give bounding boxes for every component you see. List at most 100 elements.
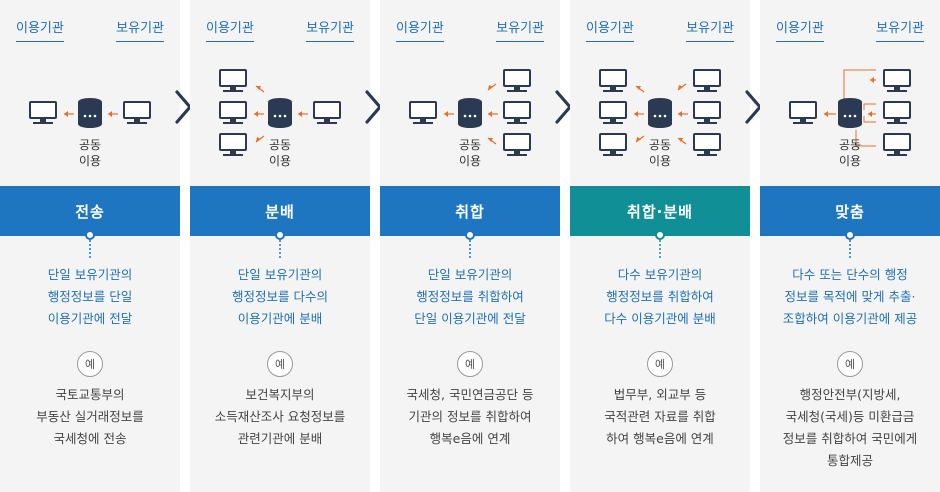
arrow-up-left-icon bbox=[635, 85, 645, 93]
connector-pin bbox=[275, 230, 285, 259]
monitor-icon bbox=[503, 101, 531, 124]
panel-transfer: 이용기관 보유기관 공동 이용 전송 단일 보유기관의 행정정보를 단일 이용기… bbox=[0, 0, 180, 492]
arrow-down-left-icon bbox=[255, 135, 265, 143]
example-text: 보건복지부의 소득재산조사 요청정보를 관련기관에 분배 bbox=[214, 387, 346, 446]
aggregate-distribute-diagram bbox=[599, 69, 721, 156]
monitor-icon bbox=[313, 101, 341, 124]
panel-header: 이용기관 보유기관 bbox=[760, 17, 940, 43]
example-badge: 예 bbox=[647, 351, 673, 377]
arrow-left-icon bbox=[64, 111, 74, 117]
type-description: 다수 또는 단수의 행정 정보를 목적에 맞게 추출· 조합하여 이용기관에 제… bbox=[782, 267, 918, 326]
example-badge: 예 bbox=[837, 351, 863, 377]
arrow-up-left-icon bbox=[677, 137, 687, 145]
user-org-label: 이용기관 bbox=[396, 17, 444, 42]
panel-distribute: 이용기관 보유기관 공동 이용 분배 단일 보유기관의 행정정보를 다수의 이용… bbox=[190, 0, 370, 492]
monitor-icon bbox=[599, 101, 627, 124]
example-text: 행정안전부(지방세, 국세청(국세)등 미환급금 정보를 취합하여 국민에게 통… bbox=[782, 387, 918, 468]
panel-header: 이용기관 보유기관 bbox=[0, 17, 180, 43]
aggregate-diagram bbox=[409, 69, 531, 156]
example-text: 법무부, 외교부 등 국적관련 자료를 취합 하여 행복e음에 연계 bbox=[604, 387, 716, 446]
connector-pin bbox=[655, 230, 665, 259]
monitor-icon bbox=[599, 69, 627, 92]
user-org-label: 이용기관 bbox=[776, 17, 824, 42]
arrow-left-icon bbox=[678, 111, 688, 117]
type-description: 단일 보유기관의 행정정보를 단일 이용기관에 전달 bbox=[47, 267, 133, 326]
arrow-up-left-icon bbox=[487, 137, 497, 145]
holder-org-label: 보유기관 bbox=[116, 17, 164, 42]
connector-pin bbox=[845, 230, 855, 259]
panel-aggregate: 이용기관 보유기관 공동 이용 취합 단일 보유기관의 행정정보를 취합하여 단… bbox=[380, 0, 560, 492]
type-description: 단일 보유기관의 행정정보를 취합하여 단일 이용기관에 전달 bbox=[414, 267, 526, 326]
type-title: 전송 bbox=[0, 186, 180, 236]
monitor-icon bbox=[409, 101, 437, 124]
monitor-icon bbox=[29, 101, 57, 124]
arrow-left-icon bbox=[634, 111, 644, 117]
user-org-label: 이용기관 bbox=[586, 17, 634, 42]
arrow-up-left-icon bbox=[255, 85, 265, 93]
example-badge: 예 bbox=[77, 351, 103, 377]
arrow-left-icon bbox=[870, 77, 876, 83]
connector-pin bbox=[465, 230, 475, 259]
type-title: 취합 bbox=[380, 186, 560, 236]
monitor-icon bbox=[693, 133, 721, 156]
shared-use-label: 공동 이용 bbox=[838, 138, 862, 168]
holder-org-label: 보유기관 bbox=[876, 17, 924, 42]
shared-use-label: 공동 이용 bbox=[648, 138, 672, 168]
monitor-icon bbox=[503, 133, 531, 156]
distribute-diagram bbox=[219, 69, 341, 156]
panel-header: 이용기관 보유기관 bbox=[570, 17, 750, 43]
panel-aggregate-distribute: 이용기관 보유기관 공동 이용 취합·분배 다수 보유기관의 행정정보를 취합하… bbox=[570, 0, 750, 492]
example-text: 국세청, 국민연금공단 등 기관의 정보를 취합하여 행복e음에 연계 bbox=[406, 387, 534, 446]
monitor-icon bbox=[883, 101, 911, 124]
arrow-left-icon bbox=[254, 111, 264, 117]
holder-org-label: 보유기관 bbox=[686, 17, 734, 42]
database-icon bbox=[648, 98, 672, 128]
user-org-label: 이용기관 bbox=[206, 17, 254, 42]
type-description: 단일 보유기관의 행정정보를 다수의 이용기관에 분배 bbox=[232, 267, 328, 326]
database-icon bbox=[458, 98, 482, 128]
arrow-left-icon bbox=[868, 111, 876, 117]
type-title: 분배 bbox=[190, 186, 370, 236]
monitor-icon bbox=[693, 101, 721, 124]
arrow-left-icon bbox=[824, 111, 836, 117]
monitor-icon bbox=[789, 101, 817, 124]
arrow-down-left-icon bbox=[487, 83, 497, 91]
monitor-icon bbox=[219, 69, 247, 92]
arrow-left-icon bbox=[298, 111, 308, 117]
selection-lines bbox=[843, 69, 876, 147]
arrow-left-icon bbox=[108, 111, 118, 117]
holder-org-label: 보유기관 bbox=[496, 17, 544, 42]
example-text: 국토교통부의 부동산 실거래정보를 국세청에 전송 bbox=[36, 387, 144, 446]
database-icon bbox=[78, 98, 102, 128]
monitor-icon bbox=[219, 133, 247, 156]
monitor-icon bbox=[123, 101, 151, 124]
monitor-icon bbox=[503, 69, 531, 92]
arrow-down-left-icon bbox=[677, 83, 687, 91]
type-title: 맞춤 bbox=[760, 186, 940, 236]
arrow-left-icon bbox=[444, 111, 454, 117]
panel-header: 이용기관 보유기관 bbox=[190, 17, 370, 43]
database-icon bbox=[268, 98, 292, 128]
type-title: 취합·분배 bbox=[570, 186, 750, 236]
monitor-icon bbox=[219, 101, 247, 124]
arrow-down-left-icon bbox=[635, 135, 645, 143]
custom-diagram bbox=[789, 69, 911, 156]
shared-use-label: 공동 이용 bbox=[268, 138, 292, 168]
monitor-icon bbox=[599, 133, 627, 156]
shared-use-label: 공동 이용 bbox=[458, 138, 482, 168]
panel-header: 이용기관 보유기관 bbox=[380, 17, 560, 43]
database-icon bbox=[838, 98, 862, 128]
monitor-icon bbox=[883, 133, 911, 156]
user-org-label: 이용기관 bbox=[16, 17, 64, 42]
shared-use-label: 공동 이용 bbox=[78, 138, 102, 168]
example-badge: 예 bbox=[267, 351, 293, 377]
arrow-left-icon bbox=[488, 111, 498, 117]
monitor-icon bbox=[693, 69, 721, 92]
panel-custom: 이용기관 보유기관 공동 이용 맞춤 다수 또는 단수의 행정 정보를 목적에 … bbox=[760, 0, 940, 492]
transfer-diagram bbox=[29, 98, 151, 128]
holder-org-label: 보유기관 bbox=[306, 17, 354, 42]
connector-pin bbox=[85, 230, 95, 259]
example-badge: 예 bbox=[457, 351, 483, 377]
monitor-icon bbox=[883, 69, 911, 92]
type-description: 다수 보유기관의 행정정보를 취합하여 다수 이용기관에 분배 bbox=[604, 267, 716, 326]
